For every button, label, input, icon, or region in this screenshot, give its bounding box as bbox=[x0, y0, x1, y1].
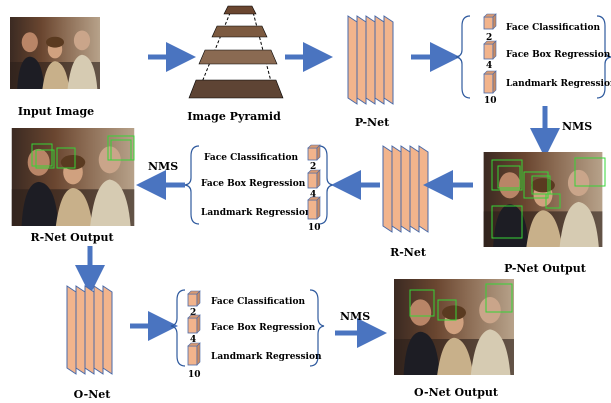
onet-dim-cls: 2 bbox=[190, 308, 196, 318]
pnet-heads: 2 Face Classification 4 Face Box Regress… bbox=[455, 13, 611, 106]
onet-dim-lmk: 10 bbox=[188, 370, 201, 380]
pnet-output-image bbox=[483, 152, 606, 247]
pnet-dim-lmk: 10 bbox=[484, 96, 497, 106]
pnet-dim-cls: 2 bbox=[486, 33, 492, 43]
rnet-dim-lmk: 10 bbox=[308, 223, 321, 233]
rnet-dim-box: 4 bbox=[310, 190, 316, 200]
image-pyramid-label: Image Pyramid bbox=[187, 110, 281, 123]
onet-output-label: O-Net Output bbox=[414, 386, 499, 399]
onet-cube-cls bbox=[187, 290, 201, 307]
pnet-head-lmk: Landmark Regression bbox=[506, 79, 611, 89]
pnet-head-cls: Face Classification bbox=[506, 23, 600, 33]
onet-dim-box: 4 bbox=[190, 335, 196, 345]
pnet-head-box: Face Box Regression bbox=[506, 50, 611, 60]
onet-head-lmk: Landmark Regression bbox=[211, 352, 322, 362]
input-image bbox=[10, 17, 100, 89]
pnet-block bbox=[347, 15, 394, 105]
rnet-head-lmk: Landmark Regression bbox=[201, 208, 312, 218]
rnet-head-cls: Face Classification bbox=[204, 153, 298, 163]
input-image-label: Input Image bbox=[18, 105, 94, 118]
rnet-cube-lmk bbox=[307, 196, 321, 220]
pnet-cube-lmk bbox=[483, 70, 497, 94]
nms-label-2: NMS bbox=[148, 160, 178, 173]
rnet-cube-cls bbox=[307, 144, 321, 161]
nms-label-3: NMS bbox=[340, 310, 370, 323]
rnet-block bbox=[382, 145, 429, 233]
rnet-head-box: Face Box Regression bbox=[201, 179, 306, 189]
pnet-label: P-Net bbox=[355, 116, 390, 129]
pnet-cube-box bbox=[483, 40, 497, 60]
onet-cube-box bbox=[187, 314, 201, 334]
rnet-output-image bbox=[11, 128, 135, 226]
pnet-dim-box: 4 bbox=[486, 61, 492, 71]
onet-cube-lmk bbox=[187, 342, 201, 366]
rnet-label: R-Net bbox=[390, 246, 427, 259]
onet-head-cls: Face Classification bbox=[211, 297, 305, 307]
rnet-dim-cls: 2 bbox=[310, 162, 316, 172]
rnet-heads: Face Classification 2 Face Box Regressio… bbox=[184, 144, 334, 233]
rnet-cube-box bbox=[307, 169, 321, 189]
onet-heads: 2 Face Classification 4 Face Box Regress… bbox=[170, 289, 325, 380]
onet-output-image bbox=[394, 279, 514, 375]
pnet-cube-cls bbox=[483, 13, 497, 30]
rnet-output-label: R-Net Output bbox=[30, 231, 114, 244]
image-pyramid bbox=[188, 5, 284, 99]
onet-label: O-Net bbox=[74, 388, 112, 401]
onet-head-box: Face Box Regression bbox=[211, 323, 316, 333]
pnet-output-label: P-Net Output bbox=[504, 262, 587, 275]
onet-block bbox=[66, 285, 113, 375]
nms-label-1: NMS bbox=[562, 120, 592, 133]
